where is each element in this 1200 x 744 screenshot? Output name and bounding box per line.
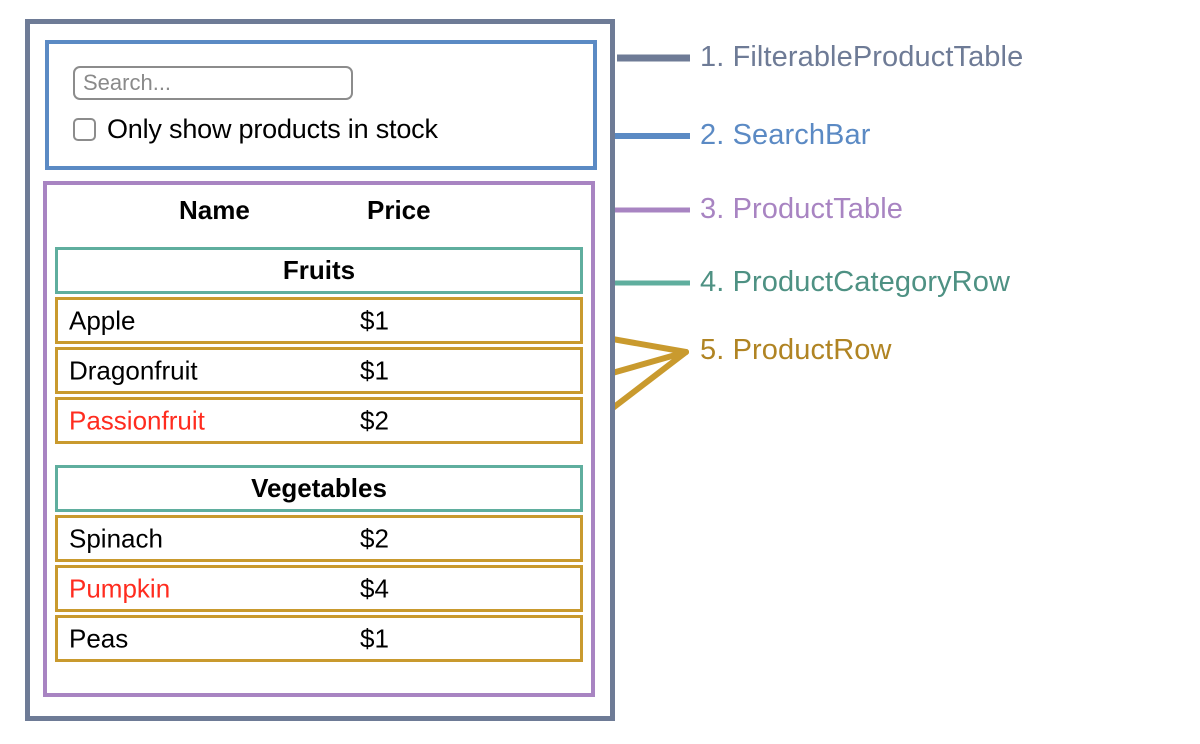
in-stock-checkbox-row[interactable]: Only show products in stock (73, 114, 438, 145)
legend-label-4: ProductCategoryRow (732, 266, 1010, 298)
product-price: $1 (360, 305, 389, 335)
legend-item-4: 4. ProductCategoryRow (700, 266, 1010, 299)
legend-num-2: 2. (700, 119, 725, 151)
legend-item-1: 1. FilterableProductTable (700, 41, 1023, 74)
product-price: $2 (360, 405, 389, 435)
legend-label-5: ProductRow (732, 334, 892, 366)
product-name: Peas (69, 623, 129, 653)
product-row: Pumpkin $4 (55, 565, 583, 612)
column-header-name: Name (179, 195, 250, 225)
product-price: $1 (360, 623, 389, 653)
product-price: $4 (360, 573, 389, 603)
product-category-row: Vegetables (55, 465, 583, 512)
legend-num-3: 3. (700, 193, 725, 225)
product-row: Peas $1 (55, 615, 583, 662)
product-category-label: Fruits (282, 255, 356, 285)
product-row: Spinach $2 (55, 515, 583, 562)
legend-label-3: ProductTable (732, 193, 904, 225)
product-row: Apple $1 (55, 297, 583, 344)
product-price: $2 (360, 523, 389, 553)
legend-label-1: FilterableProductTable (732, 41, 1024, 73)
search-bar: Only show products in stock (45, 40, 597, 170)
in-stock-checkbox-label: Only show products in stock (107, 114, 438, 144)
product-name: Spinach (69, 523, 163, 553)
product-category-label: Vegetables (251, 473, 387, 503)
product-name: Passionfruit (69, 405, 205, 435)
legend-num-1: 1. (700, 41, 725, 73)
product-price: $1 (360, 355, 389, 385)
product-name: Pumpkin (69, 573, 171, 603)
filterable-product-table: Only show products in stock Name Price F… (25, 19, 615, 721)
group-spacer (55, 447, 583, 465)
product-name: Apple (69, 305, 136, 335)
checkbox-icon[interactable] (73, 118, 96, 141)
product-table-header: Name Price (47, 195, 591, 235)
legend-num-5: 5. (700, 334, 725, 366)
legend-label-2: SearchBar (732, 119, 871, 151)
legend-item-2: 2. SearchBar (700, 119, 870, 152)
legend-item-5: 5. ProductRow (700, 334, 892, 367)
product-row: Dragonfruit $1 (55, 347, 583, 394)
product-category-row: Fruits (55, 247, 583, 294)
search-input[interactable] (73, 66, 353, 100)
product-row: Passionfruit $2 (55, 397, 583, 444)
column-header-price: Price (367, 195, 431, 225)
legend-item-3: 3. ProductTable (700, 193, 903, 226)
product-name: Dragonfruit (69, 355, 198, 385)
legend-num-4: 4. (700, 266, 725, 298)
